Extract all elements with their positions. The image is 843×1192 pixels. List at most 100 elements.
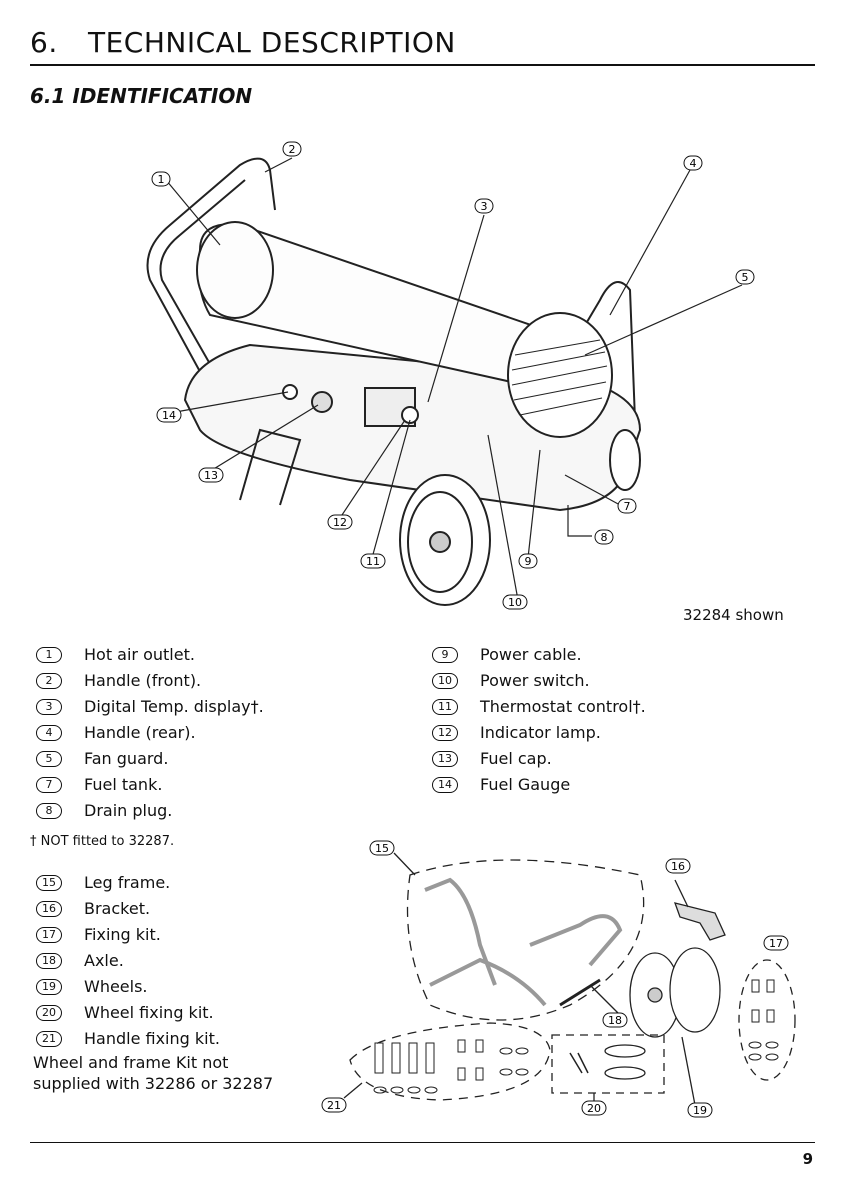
part-item-label: Fuel Gauge: [480, 775, 571, 794]
callout-11-text: 11: [366, 555, 380, 568]
callout-4-text: 4: [690, 157, 697, 170]
footer-rule: [30, 1142, 815, 1143]
kit-part-item-label: Wheel fixing kit.: [84, 1003, 214, 1022]
part-item: 13 Fuel cap.: [432, 746, 646, 772]
part-item: 3 Digital Temp. display†.: [36, 694, 264, 720]
part-item-number: 12: [432, 725, 458, 741]
part-item-label: Power cable.: [480, 645, 582, 664]
kit-callout-21-text: 21: [327, 1099, 341, 1112]
kit-callout-15-text: 15: [375, 842, 389, 855]
callout-8-text: 8: [601, 531, 608, 544]
part-item: 7 Fuel tank.: [36, 772, 264, 798]
kit-parts-diagram: 15 16 17 18 19 20 21: [321, 840, 796, 1118]
part-item: 2 Handle (front).: [36, 668, 264, 694]
part-item-number: 13: [432, 751, 458, 767]
part-item-number: 7: [36, 777, 62, 793]
model-shown-label: 32284 shown: [683, 606, 784, 624]
callout-13-text: 13: [204, 469, 218, 482]
callout-3-text: 3: [481, 200, 488, 213]
kit-part-item-number: 19: [36, 979, 62, 995]
part-item-label: Power switch.: [480, 671, 590, 690]
kit-part-item-number: 15: [36, 875, 62, 891]
kit-callout-16: 16: [665, 858, 691, 874]
part-item-label: Indicator lamp.: [480, 723, 601, 742]
callout-9: 9: [518, 553, 538, 569]
callout-9-text: 9: [525, 555, 532, 568]
part-item-number: 5: [36, 751, 62, 767]
kit-callout-19: 19: [687, 1102, 713, 1118]
part-item-label: Handle (front).: [84, 671, 202, 690]
part-item-label: Thermostat control†.: [480, 697, 646, 716]
part-item-number: 1: [36, 647, 62, 663]
callout-12-text: 12: [333, 516, 347, 529]
kit-part-item-label: Wheels.: [84, 977, 148, 996]
part-item: 11 Thermostat control†.: [432, 694, 646, 720]
kit-callout-19-text: 19: [693, 1104, 707, 1117]
part-item-label: Fuel cap.: [480, 749, 552, 768]
kit-callout-15: 15: [369, 840, 395, 856]
callout-8: 8: [594, 529, 614, 545]
kit-part-item-label: Bracket.: [84, 899, 151, 918]
kit-callout-20-text: 20: [587, 1102, 601, 1115]
part-item: 5 Fan guard.: [36, 746, 264, 772]
kit-part-item: 16 Bracket.: [36, 896, 220, 922]
kit-note: Wheel and frame Kit not supplied with 32…: [33, 1052, 273, 1094]
callout-3: 3: [474, 198, 494, 214]
kit-part-item-number: 16: [36, 901, 62, 917]
kit-callout-18: 18: [602, 1012, 628, 1028]
part-item-label: Digital Temp. display†.: [84, 697, 264, 716]
part-item-label: Handle (rear).: [84, 723, 196, 742]
page-number: 9: [802, 1150, 813, 1168]
part-item: 14 Fuel Gauge: [432, 772, 646, 798]
callout-7-text: 7: [624, 500, 631, 513]
kit-part-item-number: 18: [36, 953, 62, 969]
part-item-number: 14: [432, 777, 458, 793]
kit-part-item-number: 20: [36, 1005, 62, 1021]
callout-2-text: 2: [289, 143, 296, 156]
part-item-number: 11: [432, 699, 458, 715]
part-item-number: 3: [36, 699, 62, 715]
callout-11: 11: [360, 553, 386, 569]
kit-note-line-1: Wheel and frame Kit not: [33, 1053, 229, 1072]
part-item: 4 Handle (rear).: [36, 720, 264, 746]
header-rule: [30, 64, 815, 66]
kit-callout-20: 20: [581, 1100, 607, 1116]
callout-14-text: 14: [162, 409, 176, 422]
callout-13: 13: [198, 467, 224, 483]
part-item-label: Drain plug.: [84, 801, 173, 820]
kit-callout-17-text: 17: [769, 937, 783, 950]
callout-5: 5: [735, 269, 755, 285]
kit-part-item-number: 21: [36, 1031, 62, 1047]
callout-14: 14: [156, 407, 182, 423]
callout-5-text: 5: [742, 271, 749, 284]
callout-10-text: 10: [508, 596, 522, 609]
part-item-label: Fan guard.: [84, 749, 169, 768]
callout-1-text: 1: [158, 173, 165, 186]
callout-1: 1: [151, 171, 171, 187]
part-item: 1 Hot air outlet.: [36, 642, 264, 668]
kit-note-line-2: supplied with 32286 or 32287: [33, 1074, 274, 1093]
kit-callout-17: 17: [763, 935, 789, 951]
callout-7: 7: [617, 498, 637, 514]
footnote: † NOT fitted to 32287.: [30, 834, 175, 849]
kit-callout-18-text: 18: [608, 1014, 622, 1027]
callout-4: 4: [683, 155, 703, 171]
callout-12: 12: [327, 514, 353, 530]
kit-part-item: 20 Wheel fixing kit.: [36, 1000, 220, 1026]
section-title: 6.TECHNICAL DESCRIPTION: [30, 26, 456, 59]
heater-diagram: 1 2 3 4 5 7 8 9 10 11 12 13 14: [146, 141, 755, 610]
part-item-number: 4: [36, 725, 62, 741]
part-item-number: 2: [36, 673, 62, 689]
parts-list-left: 1 Hot air outlet. 2 Handle (front). 3 Digital…: [36, 642, 264, 824]
kit-part-item: 19 Wheels.: [36, 974, 220, 1000]
kit-part-item-label: Handle fixing kit.: [84, 1029, 220, 1048]
kit-part-item-label: Fixing kit.: [84, 925, 161, 944]
kit-callout-21: 21: [321, 1097, 347, 1113]
part-item-label: Fuel tank.: [84, 775, 163, 794]
part-item-label: Hot air outlet.: [84, 645, 195, 664]
